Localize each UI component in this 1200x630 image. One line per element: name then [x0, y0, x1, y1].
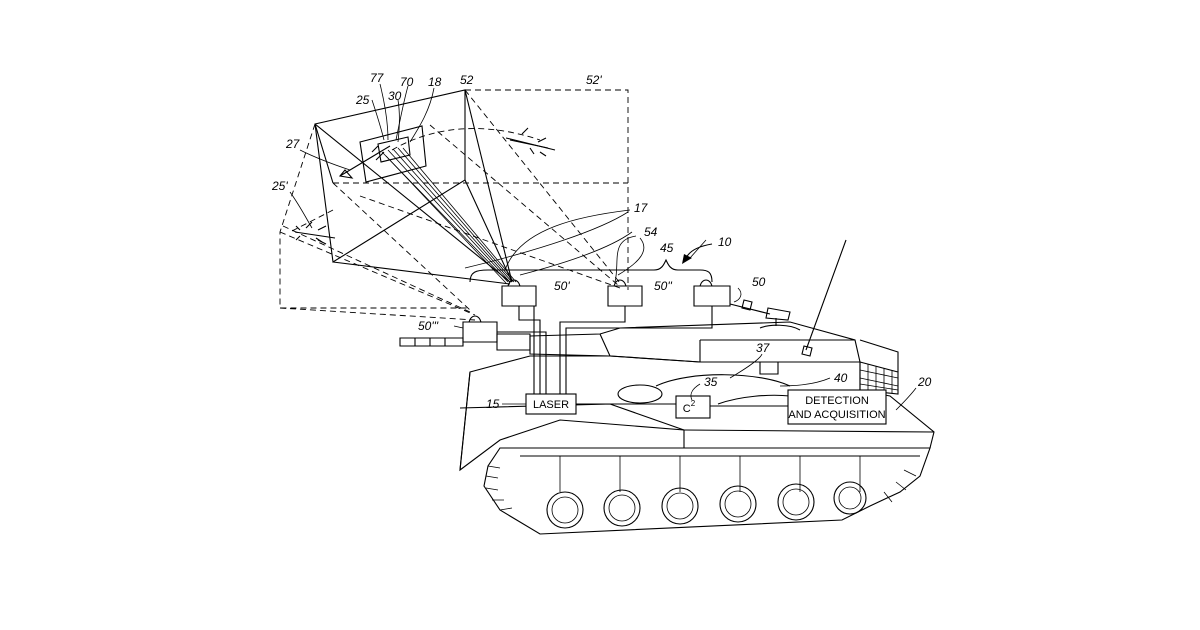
leader-lines	[290, 84, 916, 410]
ref-25: 25	[355, 93, 370, 107]
ref-17: 17	[634, 201, 649, 215]
arrow-10	[682, 244, 712, 264]
ref-40: 40	[834, 371, 848, 385]
ref-77: 77	[370, 71, 385, 85]
ref-52-prime: 52'	[586, 73, 602, 87]
sensor-50-double-prime	[608, 280, 642, 306]
sensor-50	[694, 280, 730, 306]
ref-50-triple-prime: 50'''	[418, 319, 439, 333]
reference-labels: 77 70 18 52 52' 25 30 27 25' 17 54 45 10…	[271, 71, 932, 411]
missile-icon-upper	[506, 128, 555, 156]
ref-25-prime: 25'	[271, 179, 288, 193]
ref-37: 37	[756, 341, 771, 355]
detection-label-line1: DETECTION	[805, 395, 869, 407]
ref-18: 18	[428, 75, 442, 89]
detection-label-line2: AND ACQUISITION	[788, 409, 885, 421]
ref-15: 15	[486, 397, 500, 411]
target-window	[360, 126, 426, 182]
ref-27: 27	[285, 137, 301, 151]
ref-50-prime: 50'	[554, 279, 570, 293]
laser-box: LASER	[526, 394, 576, 414]
detection-acquisition-box: DETECTION AND ACQUISITION	[788, 390, 886, 424]
ref-54: 54	[644, 225, 658, 239]
c2-box: C2	[676, 396, 710, 418]
ref-30: 30	[388, 89, 402, 103]
missile-icon-middle	[510, 140, 548, 148]
ref-20: 20	[917, 375, 932, 389]
ref-10: 10	[718, 235, 732, 249]
ref-70: 70	[400, 75, 414, 89]
dashed-volume-52-prime	[280, 90, 628, 320]
ref-52: 52	[460, 73, 474, 87]
ref-45: 45	[660, 241, 674, 255]
engagement-volume-52	[315, 90, 512, 284]
sensor-50-triple-prime	[463, 316, 497, 342]
ref-50-double-prime: 50''	[654, 279, 673, 293]
ref-50: 50	[752, 275, 766, 289]
laser-label: LASER	[533, 399, 569, 411]
ref-35: 35	[704, 375, 718, 389]
